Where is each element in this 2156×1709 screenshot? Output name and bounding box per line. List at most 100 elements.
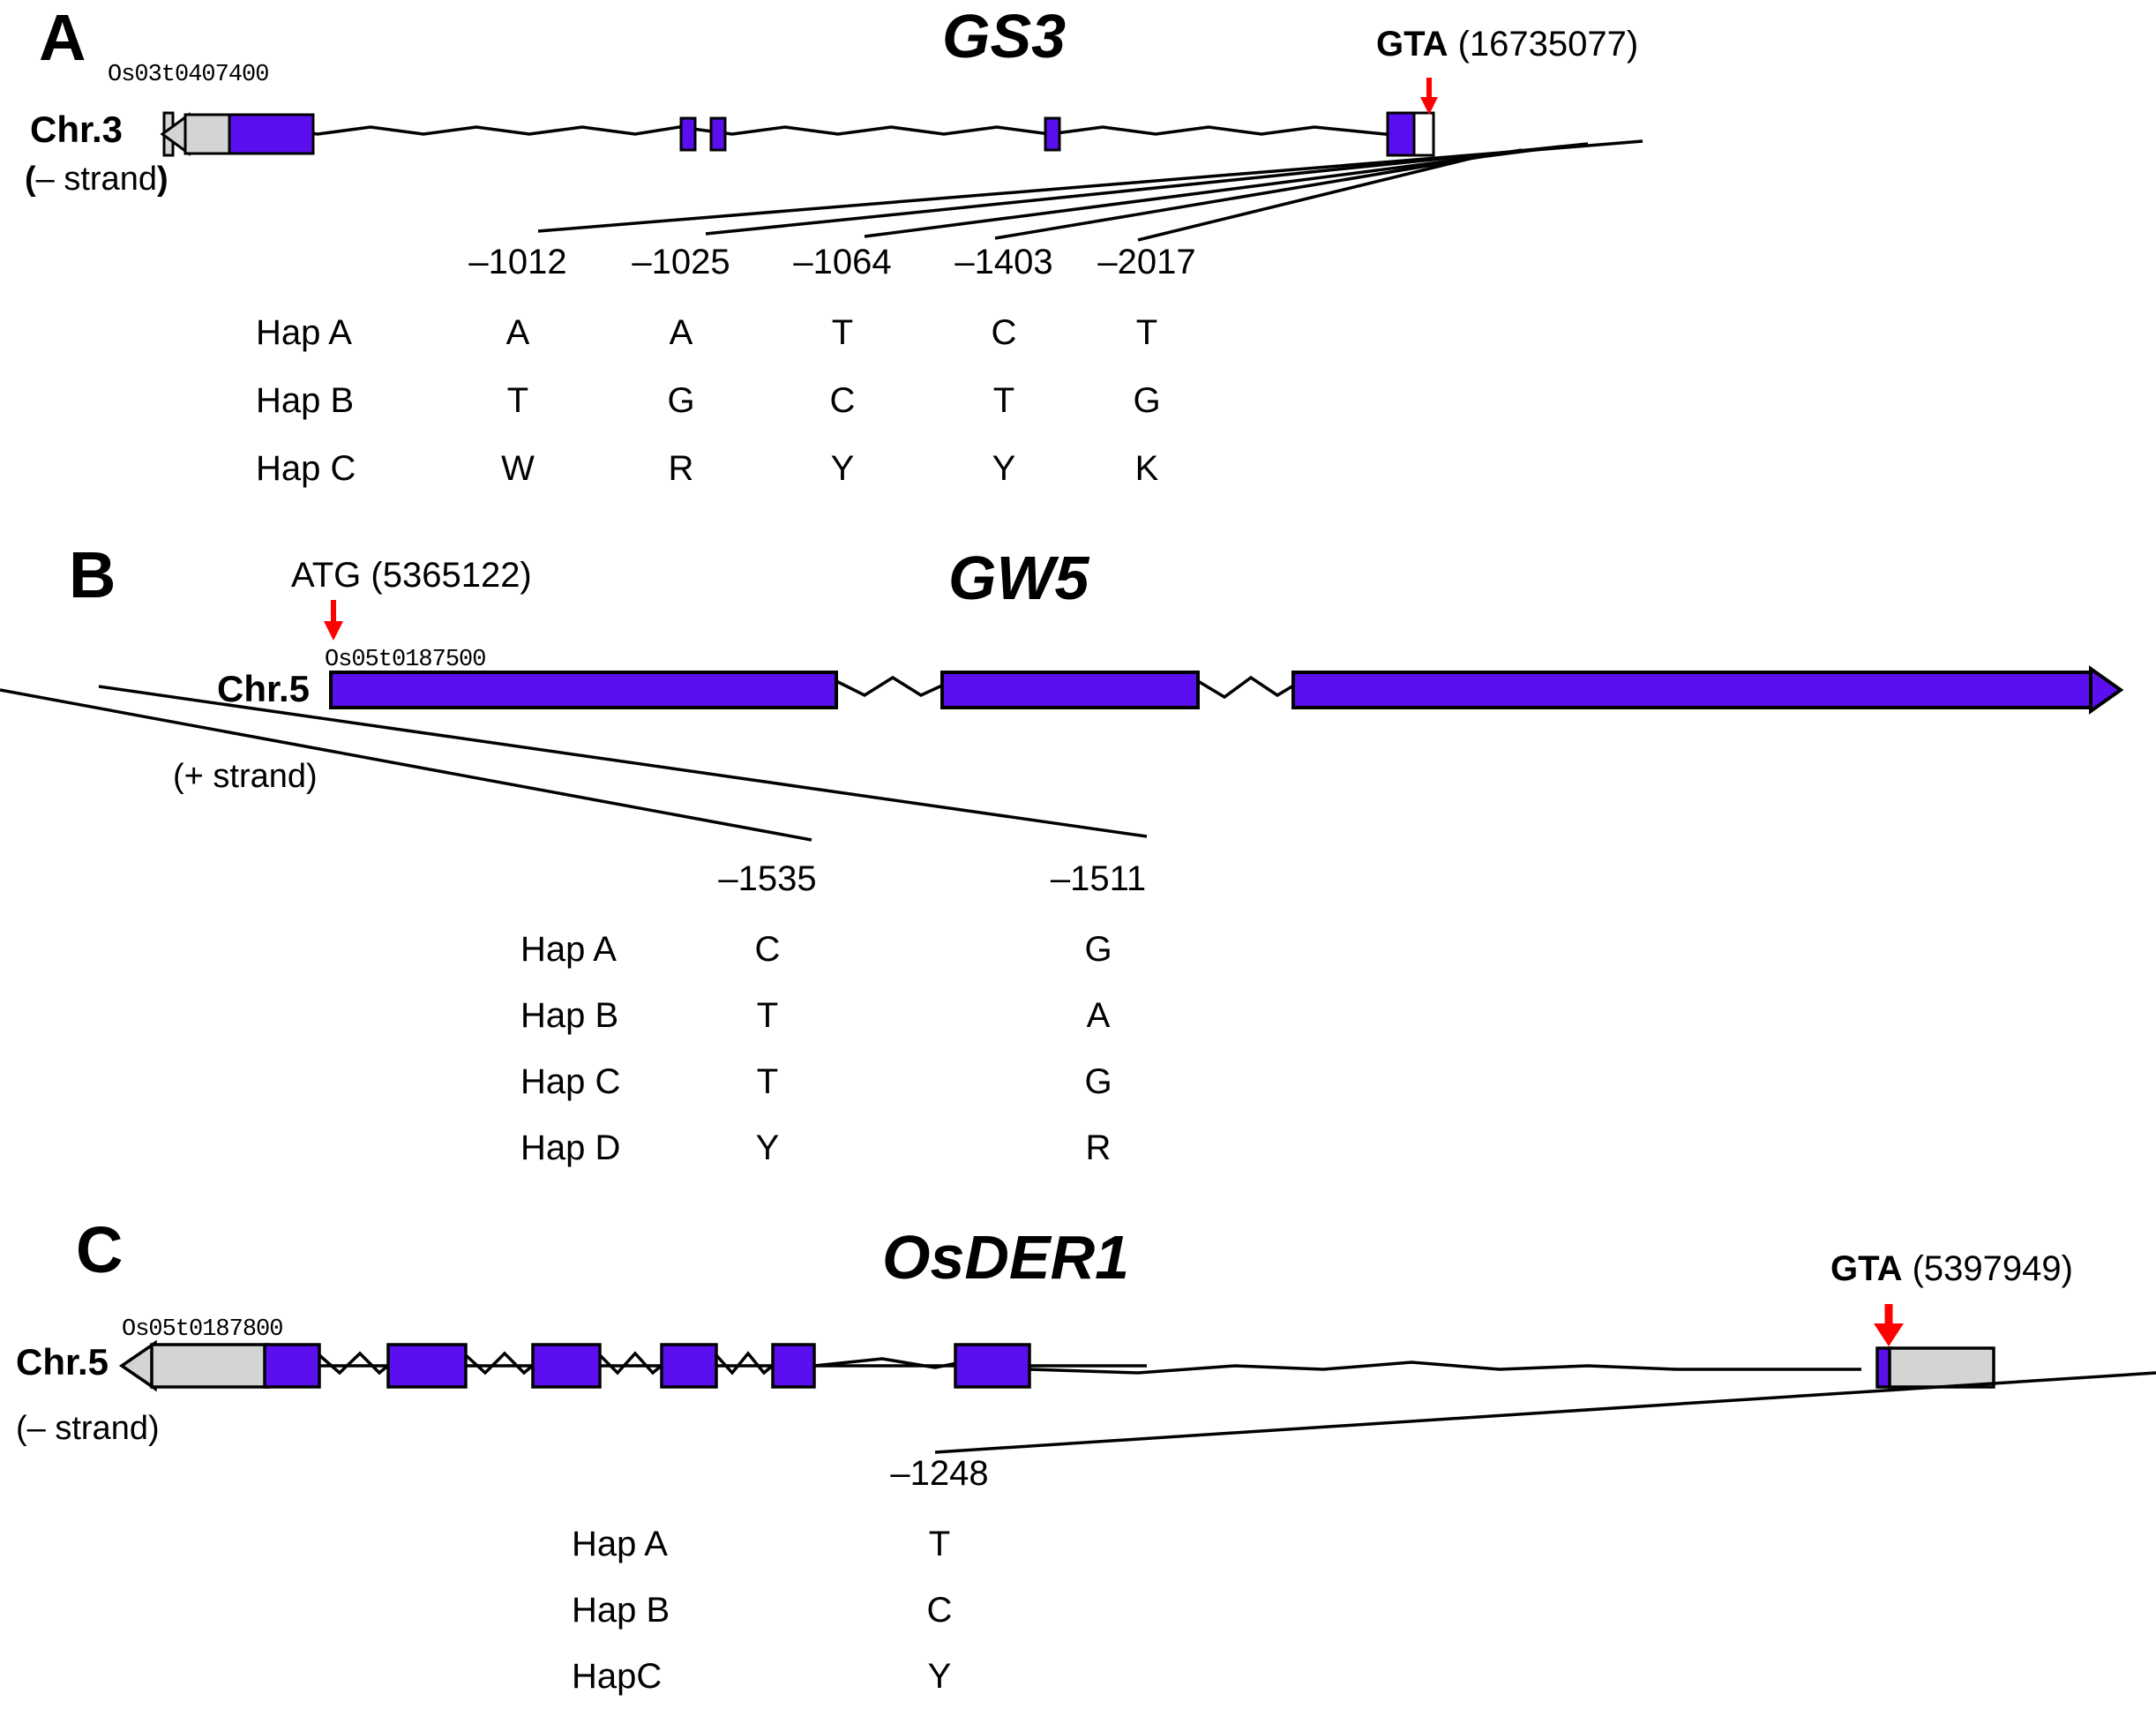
hap-label-c-1: Hap B: [572, 1591, 670, 1630]
marker-arrow-b: [324, 600, 343, 641]
intron-c-5: [813, 1357, 958, 1369]
intron-c-3: [598, 1351, 665, 1375]
gene-id-b: Os05t0187500: [325, 647, 486, 673]
panel-letter-b: B: [69, 538, 116, 611]
exon-c-5: [771, 1343, 816, 1389]
gene-id-c: Os05t0187800: [122, 1316, 283, 1343]
exon-a-1: [228, 113, 315, 155]
chromosome-label-c: Chr.5: [16, 1341, 109, 1383]
marker-arrow-a: [1420, 78, 1438, 115]
allele-a-1-4: G: [1133, 381, 1161, 420]
marker-label-c: GTA (5397949): [1830, 1251, 2073, 1286]
allele-c-2-0: Y: [927, 1657, 952, 1696]
hap-label-b-2: Hap C: [520, 1062, 621, 1101]
intron-c-1: [318, 1351, 392, 1375]
exon-c-6: [954, 1343, 1031, 1389]
position-label-a-3: –1403: [954, 243, 1053, 281]
connector-lines-b: [0, 685, 1148, 842]
marker-coordinate-b: (5365122): [371, 556, 532, 595]
position-label-a-1: –1025: [632, 243, 730, 281]
utr-box-c: [150, 1343, 270, 1389]
allele-b-1-1: A: [1086, 996, 1111, 1035]
panel-title-gw5: GW5: [948, 543, 1089, 612]
hap-label-b-0: Hap A: [520, 930, 617, 969]
allele-b-3-1: R: [1085, 1128, 1112, 1167]
panel-letter-a: A: [39, 1, 86, 74]
marker-label-a: GTA (16735077): [1376, 26, 1638, 62]
allele-c-1-0: C: [926, 1591, 953, 1630]
connector-lines-a: [537, 139, 1643, 242]
marker-codon-b: ATG: [291, 556, 362, 595]
marker-codon-a: GTA: [1376, 25, 1449, 64]
allele-a-1-1: G: [667, 381, 695, 420]
hap-label-b-3: Hap D: [520, 1128, 621, 1167]
hap-label-a-0: Hap A: [256, 313, 352, 352]
exon-a-4: [1044, 116, 1061, 152]
marker-coordinate-c: (5397949): [1912, 1249, 2073, 1288]
allele-a-0-0: A: [505, 313, 530, 352]
chromosome-label-b: Chr.5: [217, 668, 311, 709]
marker-coordinate-a: (16735077): [1457, 25, 1639, 64]
panel-title-gs3: GS3: [942, 2, 1067, 71]
position-label-b-1: –1511: [1050, 859, 1147, 898]
position-label-a-2: –1064: [793, 243, 892, 281]
allele-b-2-1: G: [1084, 1062, 1112, 1101]
exon-a-2: [679, 116, 697, 152]
position-label-a-4: –2017: [1097, 243, 1196, 281]
exon-b-1: [329, 671, 838, 709]
marker-label-b: ATG (5365122): [291, 558, 532, 593]
position-label-a-0: –1012: [468, 243, 567, 281]
allele-a-2-3: Y: [992, 449, 1016, 488]
allele-a-2-2: Y: [830, 449, 855, 488]
position-label-b-0: –1535: [718, 859, 817, 898]
marker-codon-c: GTA: [1830, 1249, 1903, 1288]
gene-arrowhead-b: [2089, 665, 2124, 715]
allele-a-2-0: W: [501, 449, 535, 488]
utr-box-c-right: [1888, 1346, 1995, 1389]
exon-c-2: [386, 1343, 468, 1389]
exon-a-3: [709, 116, 727, 152]
intron-b-2: [1197, 675, 1296, 700]
strand-label-a: (– strand): [25, 161, 168, 198]
panel-title-osder1: OsDER1: [882, 1223, 1130, 1292]
intron-c-4: [715, 1351, 776, 1375]
hap-label-c-0: Hap A: [572, 1525, 668, 1563]
intron-c-2: [464, 1351, 536, 1375]
allele-a-1-3: T: [992, 381, 1015, 420]
hap-label-a-2: Hap C: [256, 449, 356, 488]
intron-line-a: [168, 125, 1429, 136]
intron-b-1: [835, 675, 945, 698]
exon-c-1: [263, 1343, 321, 1389]
hap-label-c-2: HapC: [572, 1657, 663, 1696]
allele-a-2-4: K: [1134, 449, 1159, 488]
intron-c-6: [1029, 1360, 1861, 1375]
utr-box-a-right: [1412, 111, 1435, 157]
exon-c-4: [660, 1343, 718, 1389]
chromosome-label-a: Chr.3: [30, 109, 124, 150]
position-label-c-0: –1248: [890, 1454, 989, 1493]
hap-label-a-1: Hap B: [256, 381, 355, 420]
allele-b-0-1: G: [1084, 930, 1112, 969]
exon-b-2: [940, 671, 1200, 709]
gene-id-a: Os03t0407400: [108, 62, 269, 88]
hap-label-b-1: Hap B: [520, 996, 619, 1035]
allele-b-2-0: T: [756, 1062, 779, 1101]
allele-a-1-2: C: [829, 381, 856, 420]
strand-label-c: (– strand): [16, 1410, 160, 1447]
allele-b-1-0: T: [756, 996, 779, 1035]
strand-label-b: (+ strand): [173, 758, 318, 795]
allele-a-0-4: T: [1135, 313, 1158, 352]
connector-line-c: [934, 1371, 2156, 1454]
exon-c-3: [531, 1343, 602, 1389]
allele-c-0-0: T: [928, 1525, 951, 1563]
allele-b-0-0: C: [754, 930, 781, 969]
allele-a-0-2: T: [831, 313, 854, 352]
allele-a-2-1: R: [668, 449, 694, 488]
allele-a-1-0: T: [506, 381, 529, 420]
panel-letter-c: C: [76, 1213, 124, 1286]
allele-a-0-1: A: [669, 313, 693, 352]
